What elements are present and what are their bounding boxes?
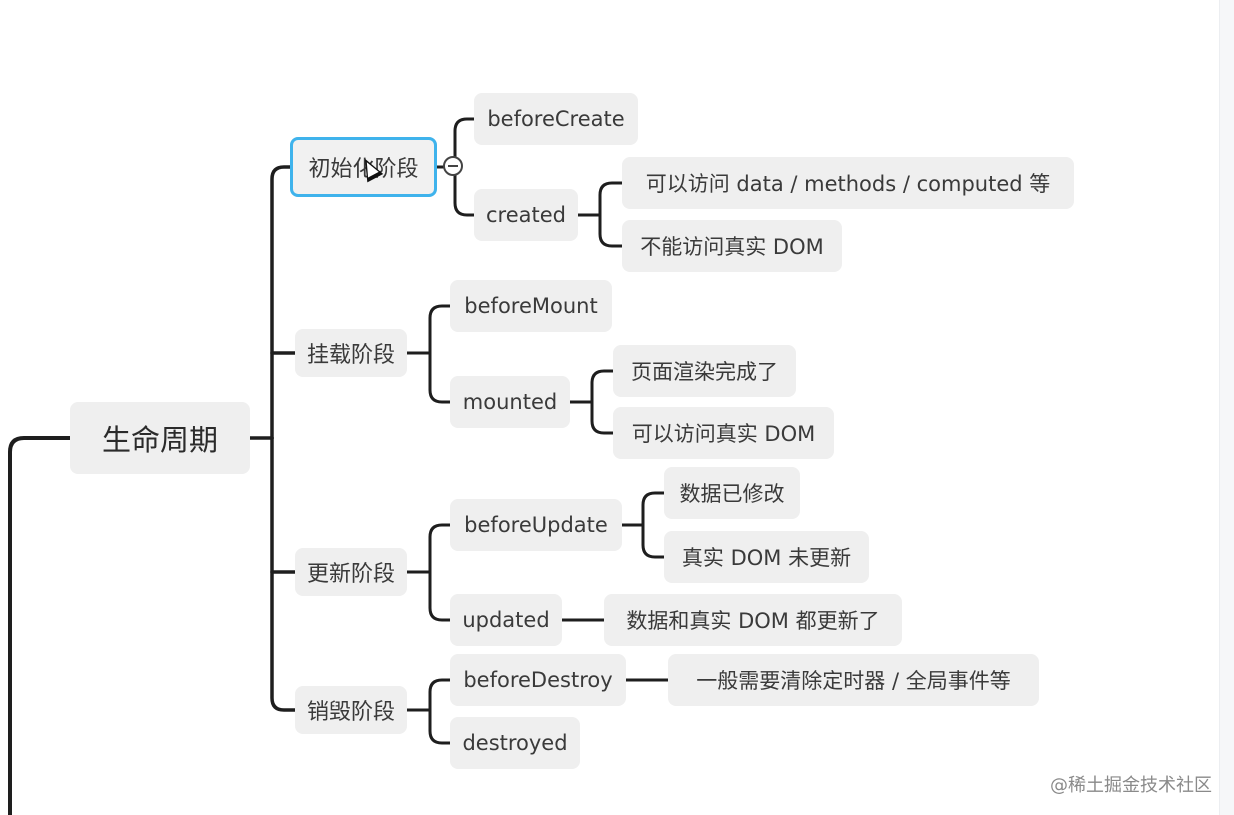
hook-node-beforemount[interactable]: beforeMount (450, 280, 612, 332)
connector-line (641, 523, 666, 559)
connector-line (590, 400, 615, 435)
connector-line (598, 213, 624, 248)
connector-line (428, 304, 452, 355)
hook-node-beforecreate[interactable]: beforeCreate (474, 93, 638, 145)
connector-line (428, 708, 452, 745)
hook-node-updated[interactable]: updated (450, 594, 562, 646)
collapse-toggle-icon[interactable] (443, 156, 463, 176)
connector-line (598, 181, 624, 217)
connector-line (453, 165, 476, 217)
note-mounted-rendered[interactable]: 页面渲染完成了 (613, 345, 796, 397)
hook-node-beforeupdate[interactable]: beforeUpdate (450, 499, 622, 551)
connector-line (453, 117, 476, 169)
note-beforeupdate-data-changed[interactable]: 数据已修改 (664, 467, 800, 519)
vertical-scrollbar[interactable] (1219, 0, 1234, 815)
connector-line (270, 165, 297, 440)
note-mounted-access-dom[interactable]: 可以访问真实 DOM (613, 407, 834, 459)
connector-line (428, 570, 452, 622)
note-beforeupdate-dom-stale[interactable]: 真实 DOM 未更新 (664, 531, 869, 583)
hook-node-created[interactable]: created (474, 189, 578, 241)
hook-node-destroyed[interactable]: destroyed (450, 717, 580, 769)
hook-node-beforedestroy[interactable]: beforeDestroy (450, 654, 626, 706)
note-created-access-data[interactable]: 可以访问 data / methods / computed 等 (622, 157, 1074, 209)
phase-node-destroy[interactable]: 销毁阶段 (295, 686, 407, 734)
connector-line (590, 369, 615, 404)
note-beforedestroy-clear-timers[interactable]: 一般需要清除定时器 / 全局事件等 (668, 654, 1039, 706)
phase-node-update[interactable]: 更新阶段 (295, 548, 407, 596)
note-created-no-dom[interactable]: 不能访问真实 DOM (622, 220, 842, 272)
connector-line (428, 523, 452, 574)
root-node[interactable]: 生命周期 (70, 402, 250, 474)
connector-line (641, 491, 666, 527)
connector-line (8, 436, 72, 815)
watermark-text: @稀土掘金技术社区 (1050, 775, 1212, 796)
hook-node-mounted[interactable]: mounted (450, 376, 570, 428)
connector-line (428, 351, 452, 404)
connector-line (270, 436, 297, 712)
phase-node-mount[interactable]: 挂载阶段 (295, 329, 407, 377)
note-updated-all-updated[interactable]: 数据和真实 DOM 都更新了 (604, 594, 902, 646)
connector-line (428, 678, 452, 712)
